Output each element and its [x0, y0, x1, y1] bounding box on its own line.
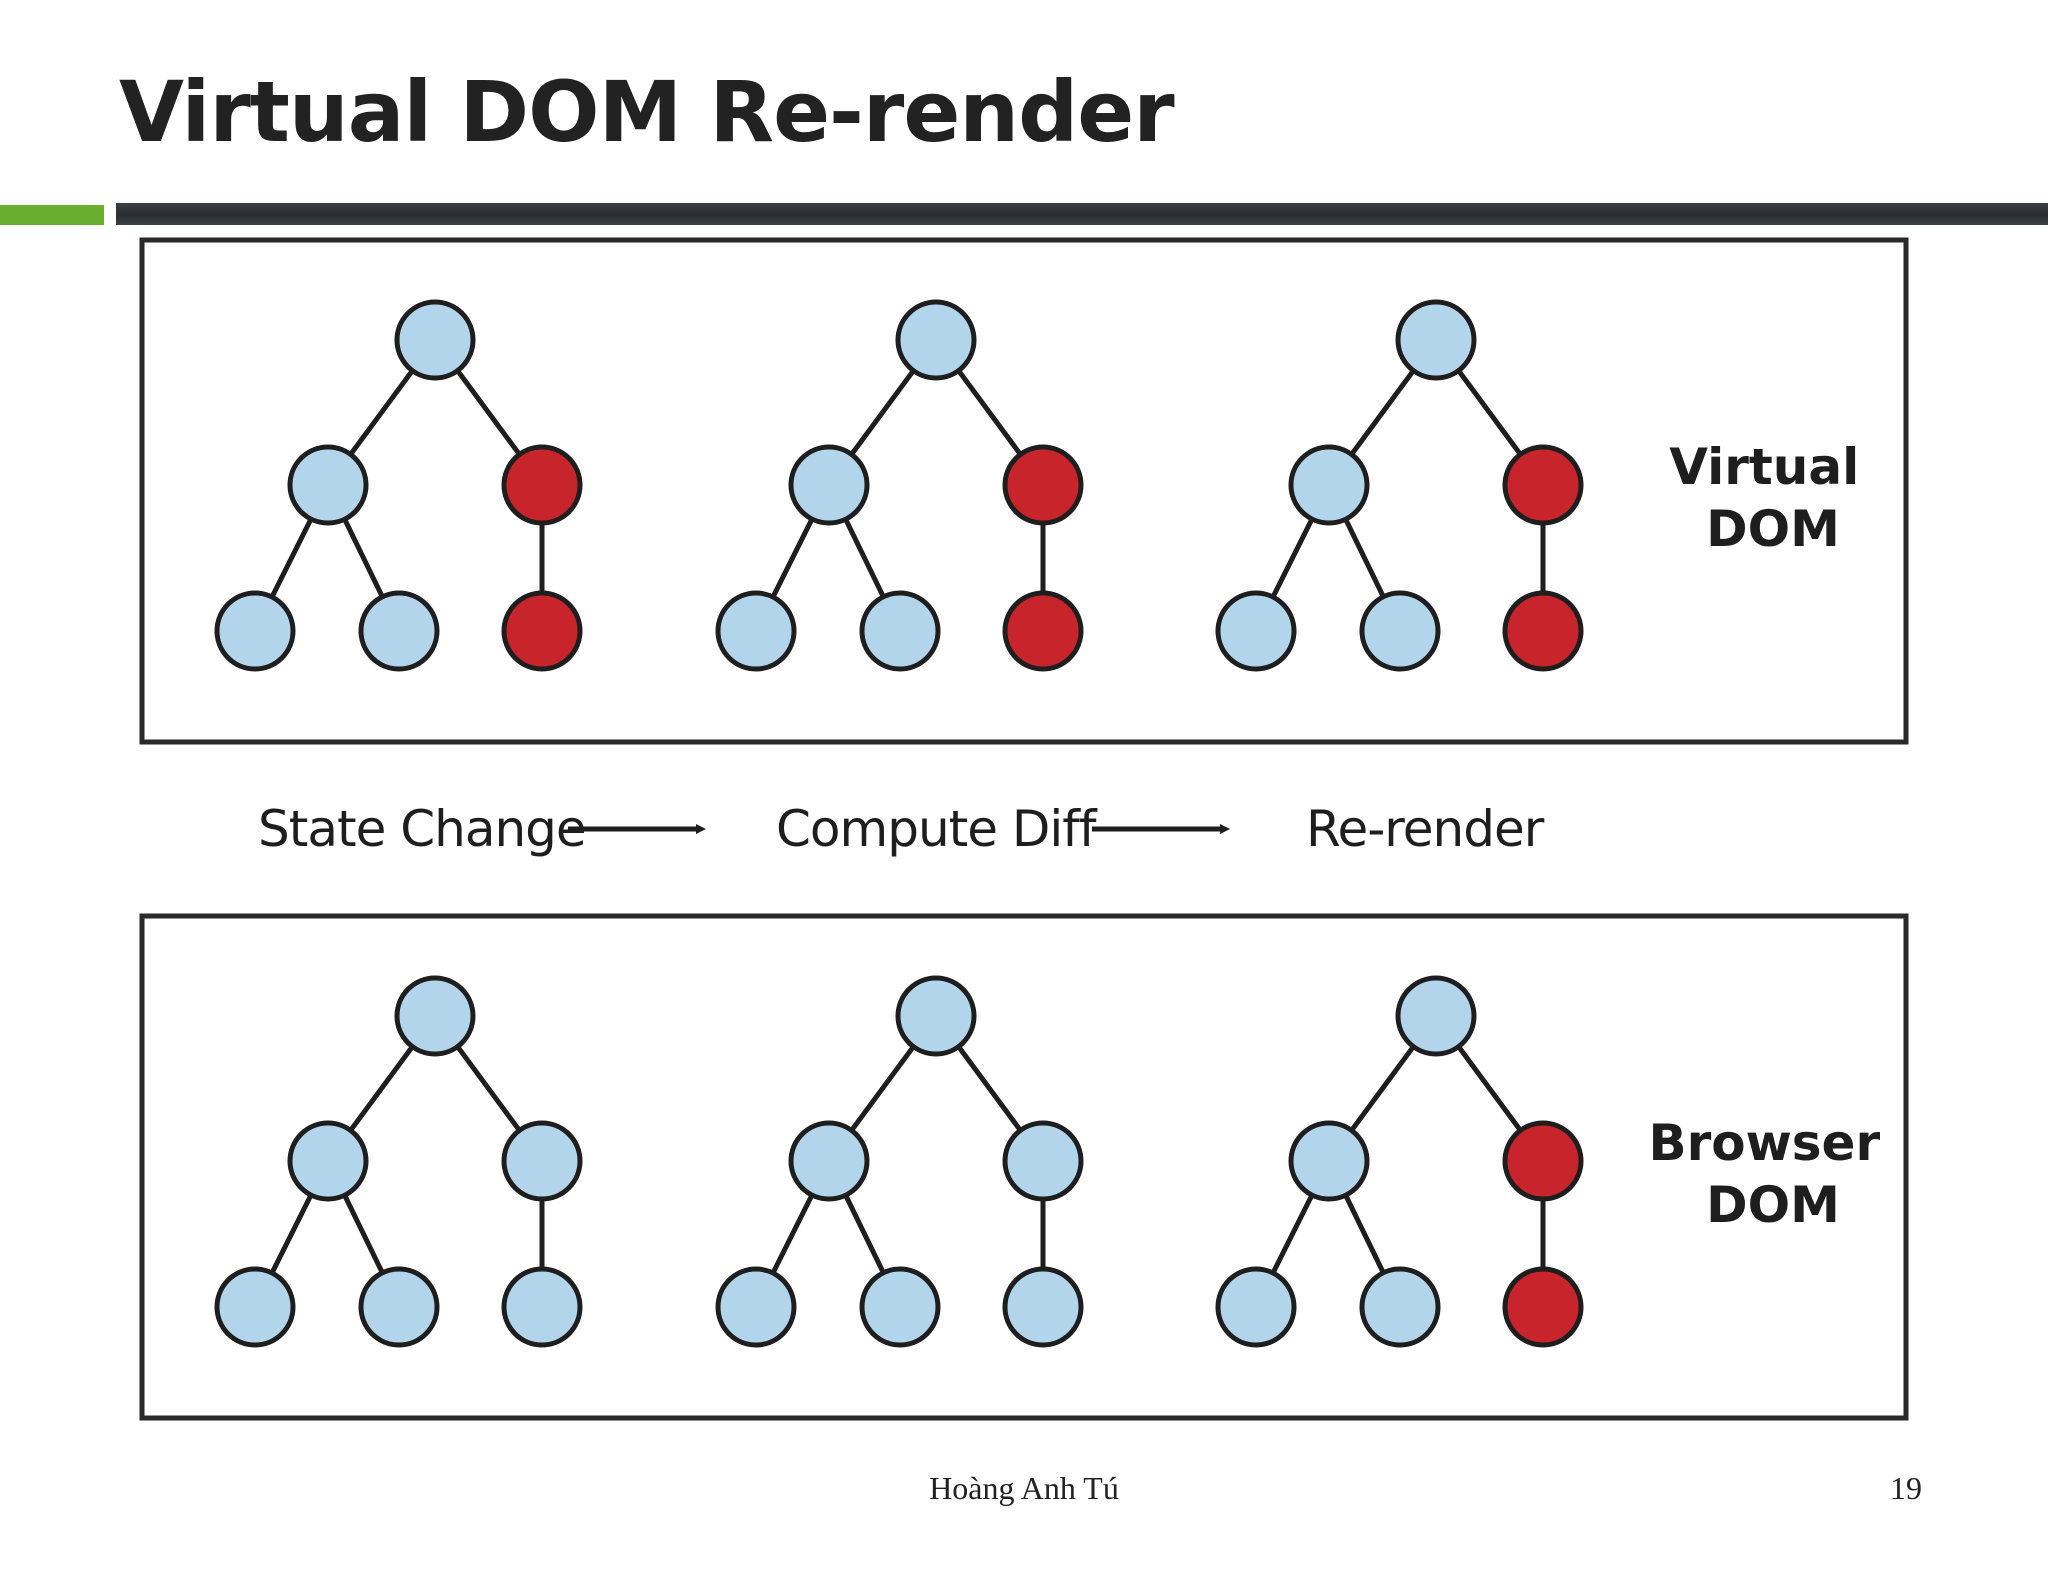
tree-node	[895, 975, 977, 1057]
tree-node	[214, 590, 296, 672]
changed-node	[501, 590, 583, 672]
changed-node	[1502, 590, 1584, 672]
tree-node	[1395, 975, 1477, 1057]
tree-node	[1359, 590, 1441, 672]
page-number: 19	[1890, 1470, 1922, 1506]
browser-dom-tree-3	[1215, 975, 1584, 1348]
tree-node	[287, 1120, 369, 1202]
tree-node	[859, 1266, 941, 1348]
browser-dom-tree-1	[214, 975, 583, 1348]
tree-node	[1288, 444, 1370, 526]
browser-dom-tree-2	[715, 975, 1084, 1348]
trees-layer	[214, 299, 1584, 1348]
footer-author: Hoàng Anh Tú	[929, 1470, 1119, 1506]
tree-node	[1395, 299, 1477, 381]
tree-node	[715, 590, 797, 672]
browser-dom-label-line-1: Browser	[1648, 1114, 1880, 1172]
slide-title: Virtual DOM Re-render	[119, 63, 1175, 161]
tree-node	[788, 1120, 870, 1202]
step-state-change: State Change	[258, 800, 586, 858]
changed-node	[1002, 590, 1084, 672]
changed-node	[501, 444, 583, 526]
browser-dom-label-line-2: DOM	[1706, 1176, 1840, 1234]
tree-node	[214, 1266, 296, 1348]
tree-node	[358, 590, 440, 672]
step-re-render: Re-render	[1306, 800, 1545, 858]
tree-node	[859, 590, 941, 672]
tree-node	[394, 299, 476, 381]
tree-node	[394, 975, 476, 1057]
tree-node	[1288, 1120, 1370, 1202]
tree-node	[1002, 1266, 1084, 1348]
tree-node	[501, 1120, 583, 1202]
browser-dom-label: Browser DOM	[1648, 1114, 1897, 1234]
tree-node	[895, 299, 977, 381]
changed-node	[1502, 1266, 1584, 1348]
changed-node	[1502, 444, 1584, 526]
tree-node	[358, 1266, 440, 1348]
virtual-dom-label-line-1: Virtual	[1669, 438, 1859, 496]
tree-node	[287, 444, 369, 526]
tree-node	[788, 444, 870, 526]
tree-node	[1215, 1266, 1297, 1348]
changed-node	[1502, 1120, 1584, 1202]
virtual-dom-label-line-2: DOM	[1706, 500, 1840, 558]
step-compute-diff: Compute Diff	[776, 800, 1098, 858]
virtual-dom-label: Virtual DOM	[1669, 438, 1876, 558]
green-accent-bar	[0, 205, 104, 225]
title-divider	[116, 203, 2048, 225]
changed-node	[1002, 444, 1084, 526]
tree-node	[1215, 590, 1297, 672]
tree-node	[715, 1266, 797, 1348]
virtual-dom-tree-3	[1215, 299, 1584, 672]
tree-node	[1002, 1120, 1084, 1202]
virtual-dom-tree-2	[715, 299, 1084, 672]
virtual-dom-tree-1	[214, 299, 583, 672]
tree-node	[501, 1266, 583, 1348]
tree-node	[1359, 1266, 1441, 1348]
